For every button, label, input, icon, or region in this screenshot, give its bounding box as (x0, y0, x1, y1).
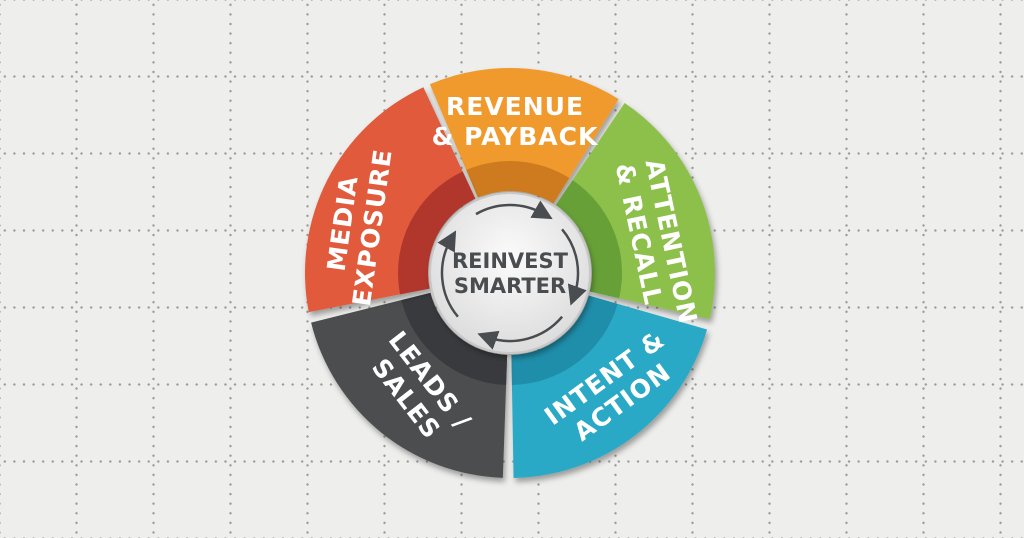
cycle-arrow-icon (477, 315, 564, 350)
segment-leads (311, 292, 508, 478)
center-label-line2: SMARTER (454, 274, 566, 298)
cycle-arrow-icon (437, 230, 459, 318)
center-label-line1: REINVEST (452, 249, 569, 273)
segment-attention (555, 103, 715, 320)
segment-revenue (429, 68, 619, 204)
segment-label-revenue: REVENUE & PAYBACK (432, 92, 599, 151)
cycle-arrow-icon (561, 228, 587, 306)
svg-text:REVENUE: REVENUE (446, 92, 584, 121)
cycle-arrows-icon (437, 200, 587, 350)
center-hub (429, 192, 591, 354)
cycle-arrow-icon (475, 200, 553, 220)
segment-intent (511, 295, 708, 478)
svg-text:& PAYBACK: & PAYBACK (432, 122, 599, 151)
segment-media (305, 87, 476, 313)
